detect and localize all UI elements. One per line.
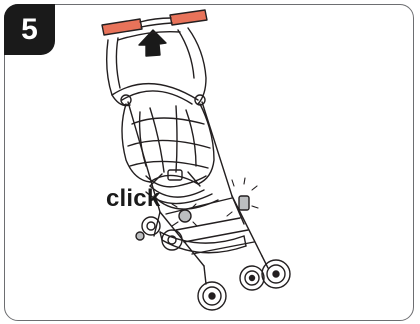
pull-up-arrow-icon xyxy=(138,29,167,57)
rear-wheel-right xyxy=(261,259,291,289)
front-wheel-right xyxy=(161,229,183,251)
step-number: 5 xyxy=(21,12,38,46)
front-wheel-left xyxy=(135,216,161,241)
left-hinge xyxy=(171,203,198,227)
handlebar-grips xyxy=(101,9,208,36)
stroller-frame xyxy=(127,101,269,285)
click-annotation: click xyxy=(106,185,161,212)
instruction-panel xyxy=(4,4,414,321)
right-hinge xyxy=(226,177,259,217)
canopy xyxy=(105,27,207,107)
rear-wheel-middle xyxy=(239,265,265,291)
step-number-badge: 5 xyxy=(4,4,55,55)
rear-wheel-left xyxy=(197,281,227,311)
